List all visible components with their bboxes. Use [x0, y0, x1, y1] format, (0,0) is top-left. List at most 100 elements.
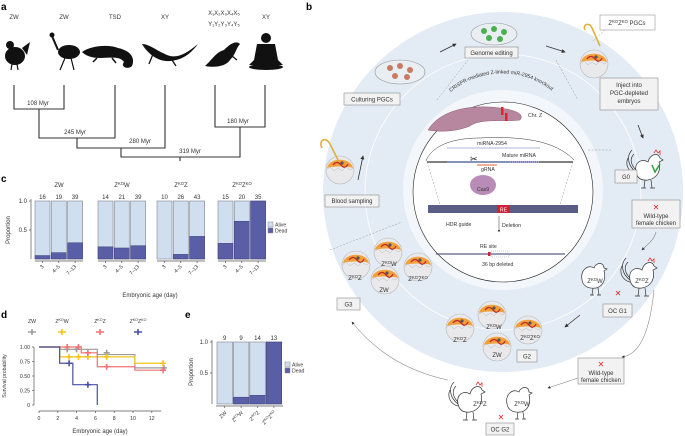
legend-swatch-dead: [267, 227, 274, 234]
cas9-label: Cas9: [477, 187, 489, 193]
arrow-to-culturing: [357, 155, 365, 181]
chicken-silhouette: [5, 41, 30, 71]
censor-mark: [75, 344, 82, 350]
panel-c: c 1.00.5ZW163194–5397–13ZKOW143214–5397–…: [1, 174, 288, 299]
bar-count-label: 16: [39, 195, 46, 201]
oc-g2-box: OC G2: [485, 422, 515, 436]
karyotype-chicken: ZW: [9, 15, 19, 21]
chart-e-legend: Alive Dead: [284, 361, 305, 375]
bar-count-label: 15: [222, 195, 229, 201]
bar-count-label: 13: [271, 336, 278, 342]
x-tick-label: ZKOW: [230, 409, 244, 423]
y-tick-label: 0.25: [20, 389, 30, 395]
deleted-label: 36 bp deleted: [482, 262, 514, 268]
blood-sampling-box: Blood sampling: [324, 194, 380, 208]
bar-alive: [249, 341, 266, 405]
x-tick-label: 8: [113, 416, 116, 422]
bar-count-label: 14: [254, 336, 261, 342]
wild-type-box-1: ✕ Wild-type female chicken: [631, 199, 681, 229]
oc-g1-box: OC G1: [602, 303, 633, 318]
svg-text:G3: G3: [344, 303, 353, 309]
censor-mark: [84, 349, 91, 356]
x-tick-label: ZKOZKO: [261, 409, 278, 426]
censor-mark: [84, 381, 91, 388]
group-title: ZKOW: [114, 181, 130, 190]
oc-g1-rooster-genotype: ZKOZ: [635, 277, 649, 286]
y-tick-label: 1.00: [20, 345, 30, 351]
karyotype-emu: ZW: [59, 15, 69, 21]
panel-label-c: c: [1, 174, 7, 185]
mature-mirna-label: Mature miRNA: [502, 153, 537, 159]
panel-a: a ZW ZW TSD XY X₁X₂X₃X₄X₅ Y₁Y₂Y₃Y₄Y₅ XY: [1, 2, 283, 161]
g2-box: G2: [516, 349, 538, 363]
bar-dead: [173, 254, 189, 260]
censor-mark: [160, 360, 167, 367]
bar-count-label: 20: [238, 195, 245, 201]
x-tick-label: 4–5: [173, 264, 183, 274]
bar-count-label: 14: [102, 195, 109, 201]
bar-dead: [97, 246, 114, 260]
svg-text:Wild-type: Wild-type: [588, 371, 614, 377]
legend-swatch-alive: [284, 361, 291, 368]
bar-dead: [51, 252, 67, 260]
y-tick-label: 0.5: [19, 228, 28, 234]
re-label: RE: [500, 207, 508, 213]
svg-text:G2: G2: [523, 355, 532, 361]
culturing-dish-icon: [374, 59, 426, 85]
karyotype-human: XY: [262, 15, 270, 21]
legend-label: ZKOZ: [94, 318, 106, 325]
arrow-to-inject: [545, 45, 566, 53]
oc-g2-hen-genotype: ZKOW: [514, 400, 530, 409]
censor-mark: [64, 344, 71, 350]
x-tick-label: 2: [56, 416, 59, 422]
genome-editing-dish-icon: [470, 22, 518, 46]
needle-icon: [320, 138, 339, 161]
censor-mark: [103, 353, 110, 360]
chart-d-ylabel: Survival probability: [2, 354, 8, 398]
x-tick-label: 4–5: [234, 264, 244, 274]
hdr-guide-label: HDR guide: [446, 222, 471, 228]
divergence-label-280: 280 Myr: [129, 139, 151, 145]
arrow-to-editing: [439, 43, 457, 53]
legend-dead: Dead: [275, 229, 288, 235]
ko-pgcs-box: ZKOZKO PGCs: [599, 14, 656, 31]
bar-count-label: 21: [118, 195, 125, 201]
svg-text:female chicken: female chicken: [636, 221, 676, 227]
cas9-icon: [470, 175, 496, 195]
chart-c-proportion-bars: 1.00.5ZW163194–5397–13ZKOW143214–5397–13…: [19, 181, 266, 277]
legend-label: ZKOW: [55, 318, 68, 325]
karyotype-platypus-y: Y₁Y₂Y₃Y₄Y₅: [208, 22, 240, 28]
bar-dead: [217, 243, 234, 260]
bar-alive: [50, 200, 67, 260]
svg-text:Inject into: Inject into: [616, 83, 642, 89]
svg-text:OC G2: OC G2: [491, 428, 510, 434]
legend-alive: Alive: [275, 223, 286, 229]
bar-alive: [233, 341, 250, 405]
svg-text:embryos: embryos: [617, 99, 640, 105]
censor-mark: [66, 360, 73, 367]
mirna-label: miRNA-2954: [477, 141, 507, 147]
chr-z-label: Chr. Z: [528, 113, 542, 119]
x-tick-label: 0: [38, 416, 41, 422]
y-tick-label: 0.5: [200, 371, 209, 377]
chromosome-z-icon: [427, 106, 522, 132]
panel-label-b: b: [306, 2, 312, 13]
x-tick-label: 7–13: [188, 264, 200, 276]
bar-count-label: 9: [223, 336, 227, 342]
culturing-pgcs-box: Culturing PGCs: [343, 92, 401, 106]
bar-count-label: 39: [135, 195, 142, 201]
x-tick-label: 10: [130, 416, 136, 422]
bar-dead: [130, 245, 146, 260]
svg-text:Culturing PGCs: Culturing PGCs: [351, 98, 393, 104]
y-tick-label: 0.50: [20, 374, 30, 380]
genome-editing-box: Genome editing: [464, 46, 519, 59]
phylogenetic-tree: [13, 85, 266, 161]
green-marker-icon: [651, 163, 661, 174]
x-tick-label: 7–13: [129, 264, 141, 276]
g3-egg-cluster: ZKOZ ZKOW ZKOZKO ZW: [341, 237, 433, 295]
g3-egg-genotype: ZKOZ: [348, 274, 362, 283]
svg-text:Genome editing: Genome editing: [470, 51, 512, 57]
cross-icon: ✕: [653, 203, 660, 212]
blood-sampling-egg-icon: [325, 155, 355, 185]
